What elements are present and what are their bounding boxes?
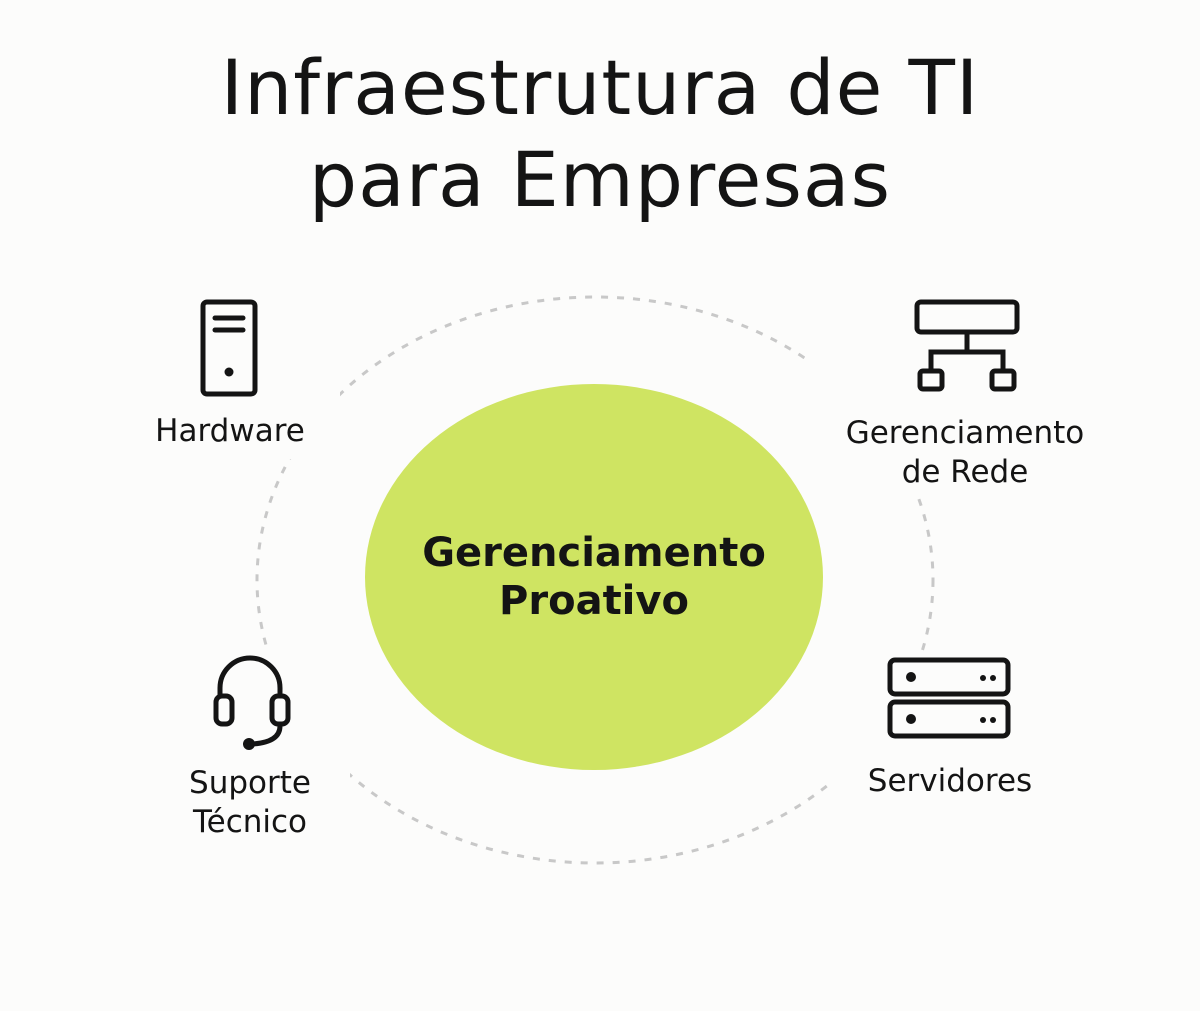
support-label-line-1: Suporte	[189, 765, 311, 801]
network-diagram-icon	[914, 299, 1020, 392]
node-servers: Servidores	[830, 654, 1070, 809]
center-label-line-1: Gerenciamento	[422, 530, 766, 576]
support-label-line-2: Técnico	[192, 804, 308, 840]
server-rack-icon	[887, 657, 1011, 739]
node-support: Suporte Técnico	[150, 648, 350, 848]
title-line-1: Infraestrutura de TI	[220, 43, 980, 132]
hardware-label: Hardware	[155, 413, 305, 449]
network-label-line-1: Gerenciamento	[845, 415, 1085, 451]
node-network: Gerenciamento de Rede	[805, 294, 1125, 498]
title-line-2: para Empresas	[308, 135, 892, 224]
node-hardware: Hardware	[120, 296, 340, 459]
computer-tower-icon	[200, 299, 258, 397]
network-label-line-2: de Rede	[901, 454, 1029, 490]
center-circle: Gerenciamento Proativo	[365, 384, 823, 770]
servers-label: Servidores	[867, 763, 1033, 799]
headset-icon	[213, 655, 291, 750]
center-label-line-2: Proativo	[499, 578, 689, 624]
